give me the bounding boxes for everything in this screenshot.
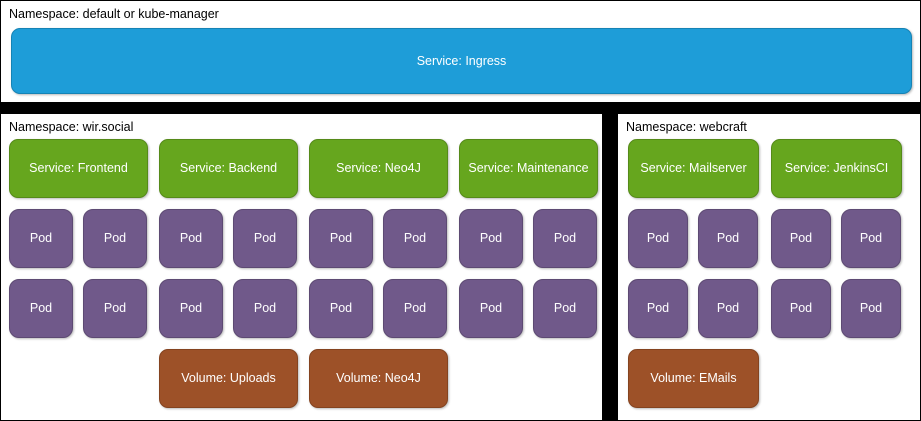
pod-node-wir-social-backend-3[interactable]: Pod — [159, 279, 223, 338]
volume-node-wir-social-uploads[interactable]: Volume: Uploads — [159, 349, 298, 408]
pod-node-wir-social-neo4j-3[interactable]: Pod — [309, 279, 373, 338]
pod-node-webcraft-jenkinsci-3[interactable]: Pod — [771, 279, 831, 338]
namespace-label-wir-social: Namespace: wir.social — [9, 120, 134, 134]
pod-node-wir-social-frontend-1[interactable]: Pod — [9, 209, 73, 268]
service-node-webcraft-mailserver[interactable]: Service: Mailserver — [628, 139, 759, 198]
pod-node-webcraft-mailserver-4[interactable]: Pod — [698, 279, 758, 338]
service-node-wir-social-neo4j[interactable]: Service: Neo4J — [309, 139, 448, 198]
pod-node-wir-social-backend-4[interactable]: Pod — [233, 279, 297, 338]
namespace-label-default: Namespace: default or kube-manager — [9, 7, 219, 21]
service-node-ingress[interactable]: Service: Ingress — [11, 28, 912, 94]
service-node-wir-social-backend[interactable]: Service: Backend — [159, 139, 298, 198]
volume-node-wir-social-neo4j[interactable]: Volume: Neo4J — [309, 349, 448, 408]
volume-node-webcraft-emails[interactable]: Volume: EMails — [628, 349, 759, 408]
pod-node-webcraft-mailserver-2[interactable]: Pod — [698, 209, 758, 268]
pod-node-wir-social-frontend-3[interactable]: Pod — [9, 279, 73, 338]
pod-node-wir-social-neo4j-1[interactable]: Pod — [309, 209, 373, 268]
namespace-panel-default: Namespace: default or kube-manager Servi… — [0, 0, 921, 103]
pod-node-wir-social-frontend-4[interactable]: Pod — [83, 279, 147, 338]
service-node-wir-social-maintenance[interactable]: Service: Maintenance — [459, 139, 598, 198]
pod-node-webcraft-jenkinsci-1[interactable]: Pod — [771, 209, 831, 268]
pod-node-wir-social-maintenance-2[interactable]: Pod — [533, 209, 597, 268]
pod-node-webcraft-jenkinsci-4[interactable]: Pod — [841, 279, 901, 338]
service-node-webcraft-jenkinsci[interactable]: Service: JenkinsCI — [771, 139, 902, 198]
pod-node-wir-social-maintenance-3[interactable]: Pod — [459, 279, 523, 338]
pod-node-webcraft-mailserver-3[interactable]: Pod — [628, 279, 688, 338]
service-node-wir-social-frontend[interactable]: Service: Frontend — [9, 139, 148, 198]
pod-node-webcraft-jenkinsci-2[interactable]: Pod — [841, 209, 901, 268]
pod-node-wir-social-maintenance-4[interactable]: Pod — [533, 279, 597, 338]
pod-node-wir-social-maintenance-1[interactable]: Pod — [459, 209, 523, 268]
pod-node-wir-social-neo4j-4[interactable]: Pod — [383, 279, 447, 338]
pod-node-webcraft-mailserver-1[interactable]: Pod — [628, 209, 688, 268]
pod-node-wir-social-backend-1[interactable]: Pod — [159, 209, 223, 268]
pod-node-wir-social-backend-2[interactable]: Pod — [233, 209, 297, 268]
pod-node-wir-social-neo4j-2[interactable]: Pod — [383, 209, 447, 268]
namespace-label-webcraft: Namespace: webcraft — [626, 120, 747, 134]
pod-node-wir-social-frontend-2[interactable]: Pod — [83, 209, 147, 268]
